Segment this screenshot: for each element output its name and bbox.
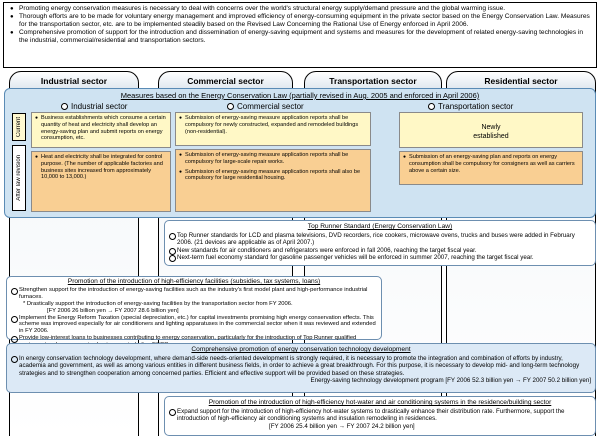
top-runner-title: Top Runner Standard (Energy Conservation… [307, 223, 453, 230]
top-runner-panel: Top Runner Standard (Energy Conservation… [164, 220, 596, 266]
hot-water-panel: Promotion of the introduction of high-ef… [164, 396, 596, 436]
industrial-after-box: Heat and electricity shall be integrated… [31, 151, 171, 212]
tech-development-title: Comprehensive promotion of energy conser… [191, 346, 411, 353]
transport-after-box: Submission of an energy-saving plan and … [399, 151, 583, 185]
circle-icon [428, 103, 435, 110]
intro-item: Comprehensive promotion of support for t… [10, 29, 592, 45]
high-efficiency-panel: Promotion of the introduction of high-ef… [6, 276, 382, 348]
hot-water-title: Promotion of the introduction of high-ef… [208, 399, 552, 406]
label-current: Current [12, 113, 26, 141]
hot-water-text: Expand support for the introduction of h… [169, 408, 591, 423]
circle-icon [61, 103, 68, 110]
high-efficiency-item: Strengthen support for the introduction … [11, 287, 377, 301]
intro-box: Promoting energy conservation measures i… [3, 2, 597, 68]
commercial-heading: Commercial sector [227, 102, 304, 111]
top-runner-item: Next-term fuel economy standard for gaso… [169, 254, 591, 262]
hot-water-budget: [FY 2006 25.4 billion yen → FY 2007 24.2… [269, 422, 415, 430]
top-runner-item: Top Runner standards for LCD and plasma … [169, 232, 591, 247]
label-after-revision: After law revision [12, 145, 26, 211]
industrial-heading: Industrial sector [61, 102, 127, 111]
transport-current-box: Newly established [399, 112, 583, 148]
high-efficiency-item: Implement the Energy Reform Taxation (sp… [11, 315, 377, 336]
high-efficiency-budget: [FY 2006 26 billion yen → FY 2007 28.6 b… [47, 307, 179, 314]
tech-development-panel: Comprehensive promotion of energy conser… [6, 343, 596, 393]
high-efficiency-title: Promotion of the introduction of high-ef… [67, 278, 321, 285]
commercial-after-box: Submission of energy-saving measure appl… [175, 149, 371, 212]
commercial-current-box: Submission of energy-saving measure appl… [175, 112, 371, 146]
transport-heading: Transportation sector [428, 102, 513, 111]
energy-law-title: Measures based on the Energy Conservatio… [120, 91, 480, 100]
energy-law-panel: Measures based on the Energy Conservatio… [4, 88, 596, 218]
high-efficiency-subnote: * Drastically support the introduction o… [23, 300, 293, 307]
top-runner-item: New standards for air conditioners and r… [169, 247, 591, 255]
intro-item: Thorough efforts are to be made for volu… [10, 13, 592, 29]
circle-icon [227, 103, 234, 110]
industrial-current-box: Business establishments which consume a … [31, 112, 171, 148]
intro-item: Promoting energy conservation measures i… [10, 5, 592, 13]
tech-development-text: In energy conservation technology develo… [11, 355, 591, 378]
tech-development-budget: Energy-saving technology development pro… [310, 377, 591, 385]
